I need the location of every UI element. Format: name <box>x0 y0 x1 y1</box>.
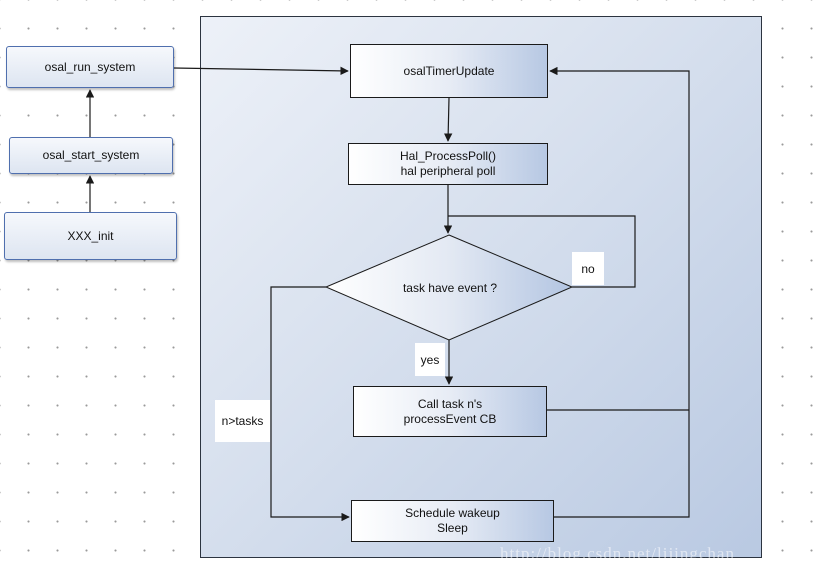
xxx-init-node[interactable]: XXX_init <box>4 212 177 260</box>
osal-run-system-label: osal_run_system <box>44 59 136 74</box>
schedule-line1: Schedule wakeup <box>405 506 500 520</box>
arrow-schedule-back <box>549 66 690 518</box>
schedule-sleep-node[interactable]: Schedule wakeup Sleep <box>351 500 554 542</box>
arrow-n-gt-tasks <box>270 286 350 522</box>
arrow-timer-to-hal <box>443 97 453 142</box>
arrow-run-to-timer <box>173 66 349 76</box>
call-task-line1: Call task n's <box>417 396 483 411</box>
xxx-init-label: XXX_init <box>67 228 114 243</box>
n-gt-tasks-edge-label: n>tasks <box>215 400 270 442</box>
call-task-line2: processEvent CB <box>403 411 497 426</box>
hal-process-poll-node[interactable]: Hal_ProcessPoll() hal peripheral poll <box>348 143 548 185</box>
watermark-text: http://blog.csdn.net/lijingchan <box>500 544 735 563</box>
osal-start-system-label: osal_start_system <box>42 148 140 162</box>
yes-edge-label: yes <box>415 343 445 376</box>
no-edge-label: no <box>572 252 604 285</box>
schedule-line2: Sleep <box>437 521 468 535</box>
timer-update-node[interactable]: osalTimerUpdate <box>350 44 548 98</box>
osal-start-system-node[interactable]: osal_start_system <box>9 137 173 174</box>
osal-run-system-node[interactable]: osal_run_system <box>6 46 174 88</box>
arrow-no-loop <box>448 215 636 288</box>
call-task-node[interactable]: Call task n's processEvent CB <box>353 386 547 437</box>
decision-label: task have event ? <box>402 281 498 295</box>
hal-process-poll-line2: hal peripheral poll <box>400 164 496 178</box>
timer-update-label: osalTimerUpdate <box>403 63 495 78</box>
hal-process-poll-line1: Hal_ProcessPoll() <box>399 149 497 163</box>
